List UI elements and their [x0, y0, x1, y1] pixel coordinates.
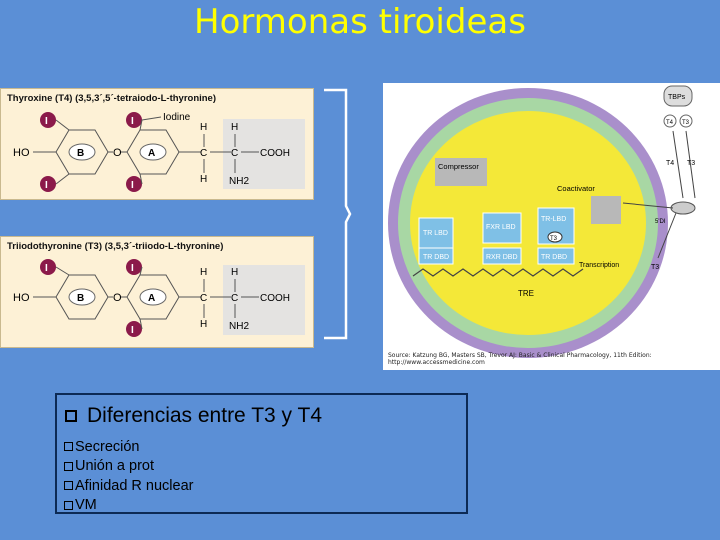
iodine-symbol: I — [45, 180, 48, 191]
checkbox-bullet-icon — [64, 442, 73, 452]
t3-label: T3 — [687, 160, 695, 167]
h-label: H — [200, 122, 207, 133]
iodine-label: Iodine — [163, 112, 191, 123]
iodine-symbol: I — [131, 263, 134, 274]
triiodothyronine-heading: Triiodothyronine (T3) (3,5,3´-triiodo-L-… — [7, 241, 224, 252]
list-item: Secreción — [64, 437, 194, 457]
differences-title-row: Diferencias entre T3 y T4 — [65, 404, 322, 428]
checkbox-bullet-icon — [64, 500, 73, 510]
list-item: Afinidad R nuclear — [64, 476, 194, 496]
checkbox-bullet-icon — [64, 481, 73, 491]
c-label: C — [231, 148, 238, 159]
tr-lbd2-label: TR-LBD — [541, 216, 566, 223]
cooh-label: COOH — [260, 293, 290, 304]
transcription-label: Transcription — [579, 262, 619, 269]
iodine-symbol: I — [131, 116, 134, 127]
rxr-dbd-label: RXR DBD — [486, 254, 518, 261]
tr-dbd-label: TR DBD — [423, 254, 449, 261]
c-label: C — [231, 293, 238, 304]
t3-in-receptor: T3 — [550, 236, 558, 242]
iodine-atom — [126, 259, 142, 275]
ho-label: HO — [13, 292, 30, 304]
t4-label: T4 — [666, 160, 674, 167]
iodine-atom — [126, 176, 142, 192]
nh2-label: NH2 — [229, 321, 249, 332]
differences-title: Diferencias entre T3 y T4 — [87, 404, 322, 427]
t3-label: T3 — [651, 264, 659, 271]
tr-dbd2-label: TR DBD — [541, 254, 567, 261]
ho-label: HO — [13, 147, 30, 159]
oxygen-label: O — [113, 292, 122, 304]
iodine-atom — [40, 176, 56, 192]
cell-diagram: Compressor Coactivator TR LBD FXR LBD TR… — [383, 83, 720, 370]
t4-label: T4 — [666, 120, 674, 126]
iodine-atom — [40, 112, 56, 128]
ring-b-label: B — [77, 293, 84, 304]
c-label: C — [200, 148, 207, 159]
thyroid-hormone-receptor-diagram: Compressor Coactivator TR LBD FXR LBD TR… — [388, 85, 696, 358]
iodine-atom — [40, 259, 56, 275]
ring-b-label: B — [77, 148, 84, 159]
list-item: VM — [64, 496, 194, 516]
iodine-symbol: I — [45, 263, 48, 274]
cooh-label: COOH — [260, 148, 290, 159]
checkbox-bullet-icon — [65, 410, 77, 422]
thyroxine-heading: Thyroxine (T4) (3,5,3´,5´-tetraiodo-L-th… — [7, 93, 217, 104]
tr-lbd-label: TR LBD — [423, 230, 448, 237]
h-label: H — [200, 319, 207, 330]
tbps-label: TBPs — [668, 94, 686, 101]
thyroxine-structure-panel: Thyroxine (T4) (3,5,3´,5´-tetraiodo-L-th… — [0, 88, 314, 200]
t3-label: T3 — [682, 120, 690, 126]
h-label: H — [231, 267, 238, 278]
tre-label: TRE — [518, 289, 534, 298]
iodine-atom — [126, 321, 142, 337]
differences-list: Secreción Unión a prot Afinidad R nuclea… — [64, 437, 194, 515]
source-citation: Source: Katzung BG, Masters SB, Trevor A… — [388, 352, 652, 366]
ring-a-label: A — [148, 293, 155, 304]
iodine-symbol: I — [131, 180, 134, 191]
coactivator-label: Coactivator — [557, 184, 595, 193]
h-label: H — [200, 267, 207, 278]
bracket-connector — [324, 88, 352, 340]
fxr-lbd-label: FXR LBD — [486, 224, 516, 231]
deiodinase-label: 5'DI — [655, 219, 666, 225]
triiodothyronine-structure-diagram: HO B O A I I I H C H H C COOH NH2 — [13, 259, 305, 337]
h-label: H — [231, 122, 238, 133]
h-label: H — [200, 174, 207, 185]
iodine-symbol: I — [131, 325, 134, 336]
ring-a-label: A — [148, 148, 155, 159]
slide-title: Hormonas tiroideas — [194, 2, 526, 42]
compressor-label: Compressor — [438, 162, 479, 171]
list-item: Unión a prot — [64, 457, 194, 477]
thyroxine-structure-diagram: HO B O A I I I I Iodine H C H H C — [13, 112, 305, 192]
iodine-atom — [126, 112, 142, 128]
iodine-symbol: I — [45, 116, 48, 127]
oxygen-label: O — [113, 147, 122, 159]
differences-box: Diferencias entre T3 y T4 Secreción Unió… — [55, 393, 468, 514]
checkbox-bullet-icon — [64, 461, 73, 471]
c-label: C — [200, 293, 207, 304]
nh2-label: NH2 — [229, 176, 249, 187]
triiodothyronine-structure-panel: Triiodothyronine (T3) (3,5,3´-triiodo-L-… — [0, 236, 314, 348]
